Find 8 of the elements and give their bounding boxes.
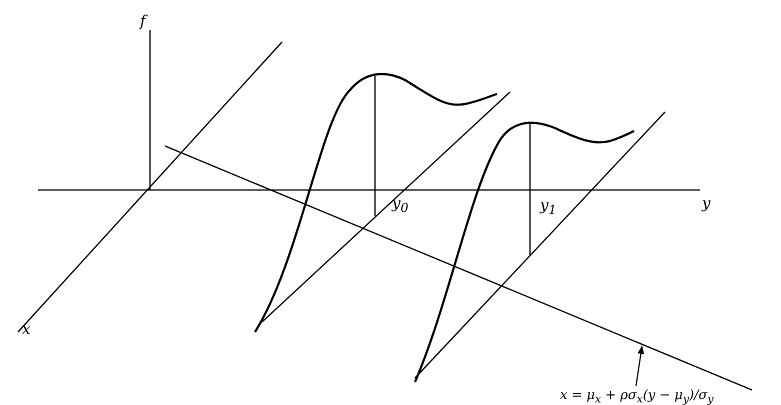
- axis-tick-label: y$_{1}$: [540, 198, 556, 216]
- regression-equation: x = μ$_{x}$ + ρσ$_{x}$(y − μ$_{y}$)/σ$_{y}$: [560, 389, 714, 405]
- axis-tick-label: y$_{0}$: [392, 196, 408, 214]
- leader-line: [635, 345, 644, 386]
- regression-line: [164, 145, 752, 391]
- axis-label: y: [702, 196, 710, 211]
- axis-label: f: [140, 14, 146, 29]
- axis-label: x: [22, 322, 30, 337]
